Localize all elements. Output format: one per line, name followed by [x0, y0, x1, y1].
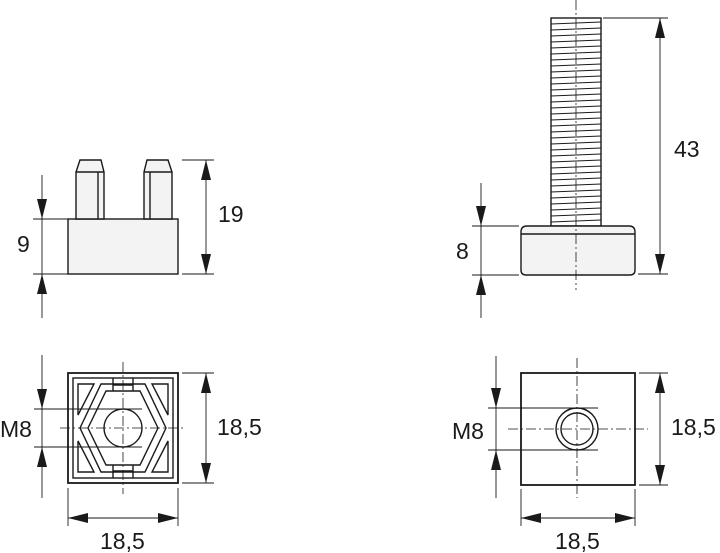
nut-top-view: M8 18,5 18,5 — [0, 355, 262, 553]
dim-nut-width-h-label: 18,5 — [100, 528, 145, 553]
dim-bolt-length-label: 43 — [674, 136, 700, 162]
thread-line — [550, 153, 602, 157]
dim-nut-thread-label: M8 — [0, 416, 32, 442]
dim-bolt-head-height-label: 8 — [456, 238, 469, 264]
arrow-head — [201, 463, 211, 483]
thread-line — [550, 177, 602, 181]
nut-hex — [79, 383, 167, 473]
dim-nut-height-label: 9 — [17, 231, 30, 257]
thread-line — [550, 135, 602, 139]
dim-bolt-thread-label: M8 — [452, 418, 484, 444]
arrow-head — [37, 389, 47, 409]
arrow-head — [615, 513, 635, 523]
arrow-head — [655, 254, 665, 274]
arrow-head — [491, 388, 501, 408]
arrow-head — [68, 513, 88, 523]
thread-line — [550, 51, 602, 55]
dim-bolt-width-v-label: 18,5 — [671, 414, 716, 440]
thread-line — [550, 195, 602, 199]
arrow-head — [476, 206, 486, 226]
nut-base-block — [67, 218, 179, 275]
thread-line — [550, 63, 602, 67]
nut-right-prong — [143, 159, 173, 220]
thread-line — [550, 159, 602, 163]
arrow-head — [201, 254, 211, 274]
arrow-head — [476, 275, 486, 295]
arrow-head — [37, 274, 47, 294]
arrow-head — [655, 373, 665, 393]
arrow-head — [491, 450, 501, 470]
thread-line — [550, 45, 602, 49]
bolt-top-view: M8 18,5 18,5 — [452, 356, 716, 553]
thread-line — [550, 69, 602, 73]
thread-line — [550, 141, 602, 145]
thread-line — [550, 117, 602, 121]
dim-nut-total-height-label: 19 — [218, 201, 244, 227]
arrow-head — [521, 513, 541, 523]
nut-left-prong — [75, 159, 105, 220]
thread-line — [550, 81, 602, 85]
thread-line — [550, 123, 602, 127]
arrow-head — [655, 18, 665, 38]
thread-line — [550, 189, 602, 193]
thread-line — [550, 87, 602, 91]
thread-line — [550, 213, 602, 217]
thread-line — [550, 171, 602, 175]
thread-line — [550, 99, 602, 103]
thread-line — [550, 33, 602, 37]
dim-bolt-width-h-label: 18,5 — [555, 528, 600, 553]
arrow-head — [37, 199, 47, 219]
bolt-threads — [550, 21, 602, 223]
nut-side-view: 9 19 — [17, 159, 244, 318]
arrow-head — [201, 160, 211, 180]
dim-nut-width-v-label: 18,5 — [217, 414, 262, 440]
bolt-head — [520, 225, 636, 276]
thread-line — [550, 207, 602, 211]
bolt-side-view: 43 8 — [456, 0, 700, 318]
arrow-head — [655, 465, 665, 485]
arrow-head — [201, 373, 211, 393]
arrow-head — [37, 447, 47, 467]
thread-line — [550, 105, 602, 109]
arrow-head — [158, 513, 178, 523]
thread-line — [550, 27, 602, 31]
